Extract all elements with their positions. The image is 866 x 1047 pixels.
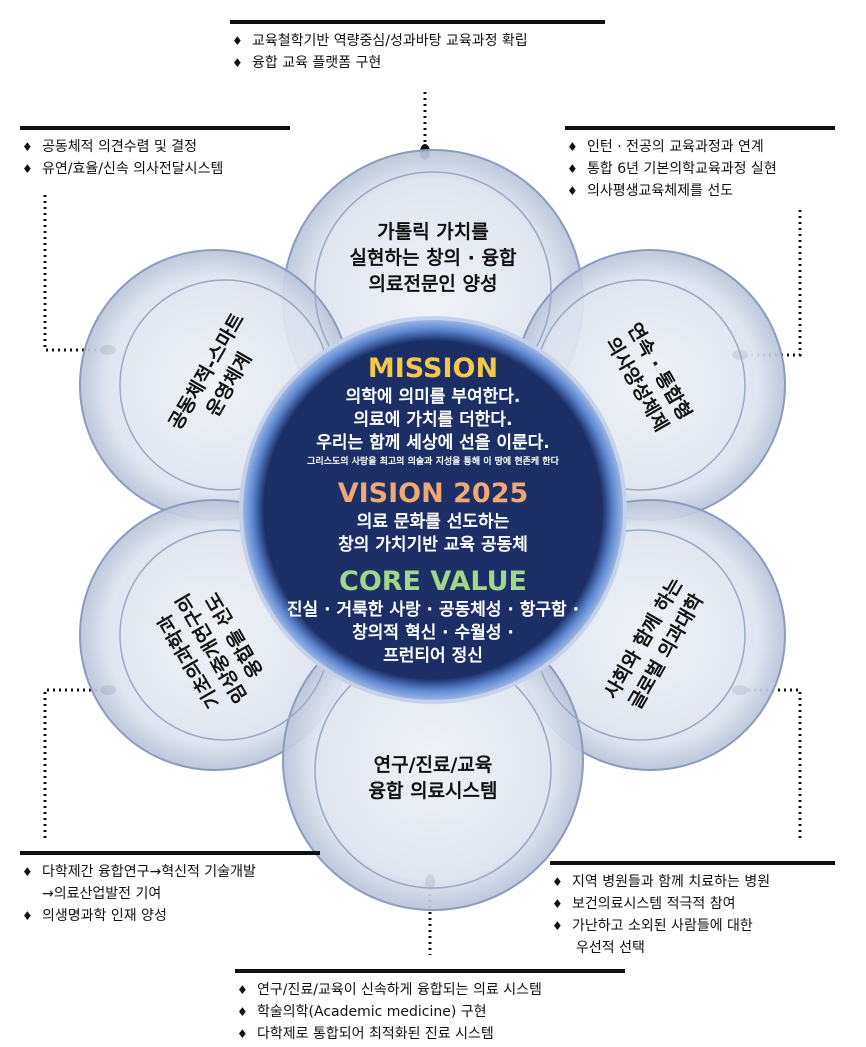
- mission-line: 우리는 함께 세상에 선을 이룬다.: [316, 433, 550, 453]
- box-upper-left: ♦ 공동체적 의견수렴 및 결정 ♦ 유연/효율/신속 의사전달시스템: [20, 126, 290, 180]
- list-item: ♦ 의생명과학 인재 양성: [20, 905, 320, 927]
- item-text: →의료산업발전 기여: [42, 886, 162, 902]
- item-text: 인턴 · 전공의 교육과정과 연계: [587, 139, 764, 155]
- item-text: 융합 교육 플랫폼 구현: [252, 55, 382, 71]
- diamond-bullet-icon: ♦: [232, 34, 243, 48]
- list-item: ♦ 다학제로 통합되어 최적화된 진료 시스템: [235, 1023, 625, 1045]
- center-content: MISSION 의학에 의미를 부여한다. 의료에 가치를 더한다. 우리는 함…: [253, 352, 613, 668]
- item-text: 우선적 선택: [576, 940, 645, 956]
- diamond-bullet-icon: ♦: [567, 184, 578, 198]
- box-top: ♦ 교육철학기반 역량중심/성과바탕 교육과정 확립 ♦ 융합 교육 플랫폼 구현: [230, 20, 605, 74]
- petal-line: 연구/진료/교육: [373, 754, 493, 776]
- petal-line: 가톨릭 가치를: [377, 221, 489, 243]
- diamond-bullet-icon: ♦: [237, 983, 248, 997]
- list-item: ♦ 교육철학기반 역량중심/성과바탕 교육과정 확립: [230, 30, 605, 52]
- diamond-bullet-icon: ♦: [552, 919, 563, 933]
- divider: [20, 851, 320, 855]
- vision-line: 의료 문화를 선도하는: [356, 512, 510, 532]
- mission-line: 의료에 가치를 더한다.: [353, 410, 513, 430]
- item-text: 교육철학기반 역량중심/성과바탕 교육과정 확립: [252, 33, 528, 49]
- diamond-bullet-icon: ♦: [237, 1005, 248, 1019]
- list-item-continuation: →의료산업발전 기여: [20, 883, 320, 905]
- core-value-line: 진실 · 거룩한 사랑 · 공동체성 · 항구함 ·: [286, 600, 580, 620]
- mission-title: MISSION: [367, 353, 499, 384]
- diamond-bullet-icon: ♦: [552, 897, 563, 911]
- list-item-continuation: 우선적 선택: [550, 937, 835, 959]
- item-text: 통합 6년 기본의학교육과정 실현: [587, 161, 777, 177]
- box-upper-right: ♦ 인턴 · 전공의 교육과정과 연계 ♦ 통합 6년 기본의학교육과정 실현 ♦ 의…: [565, 126, 835, 202]
- petal-line: 실현하는 창의 · 융합: [349, 247, 517, 269]
- list-item: ♦ 지역 병원들과 함께 치료하는 병원: [550, 871, 835, 893]
- item-text: 유연/효율/신속 의사전달시스템: [42, 161, 224, 177]
- center-circle: [239, 316, 627, 704]
- diamond-bullet-icon: ♦: [22, 909, 33, 923]
- box-lower-left: ♦ 다학제간 융합연구→혁신적 기술개발 →의료산업발전 기여 ♦ 의생명과학 인재…: [20, 851, 320, 927]
- list-item: ♦ 다학제간 융합연구→혁신적 기술개발: [20, 861, 320, 883]
- list-item: ♦ 의사평생교육체제를 선도: [565, 180, 835, 202]
- vision-title: VISION 2025: [337, 478, 529, 509]
- item-text: 지역 병원들과 함께 치료하는 병원: [572, 874, 771, 890]
- diamond-bullet-icon: ♦: [22, 865, 33, 879]
- list-item: ♦ 공동체적 의견수렴 및 결정: [20, 136, 290, 158]
- list-item: ♦ 인턴 · 전공의 교육과정과 연계: [565, 136, 835, 158]
- petal-bottom-label: 연구/진료/교육 융합 의료시스템: [369, 752, 498, 804]
- item-text: 의사평생교육체제를 선도: [587, 183, 734, 199]
- petal-top-label: 가톨릭 가치를 실현하는 창의 · 융합 의료전문인 양성: [350, 219, 517, 297]
- petal-line: 융합 의료시스템: [368, 780, 498, 802]
- list-item: ♦ 융합 교육 플랫폼 구현: [230, 52, 605, 74]
- diamond-bullet-icon: ♦: [552, 875, 563, 889]
- mission-subtitle: 그리스도의 사랑을 최고의 의술과 지성을 통해 이 땅에 현존케 한다: [307, 457, 559, 467]
- diamond-bullet-icon: ♦: [567, 140, 578, 154]
- petal-line: 의료전문인 양성: [368, 273, 498, 295]
- box-lower-right: ♦ 지역 병원들과 함께 치료하는 병원 ♦ 보건의료시스템 적극적 참여 ♦ 가난하…: [550, 861, 835, 959]
- item-text: 의생명과학 인재 양성: [42, 908, 167, 924]
- item-text: 연구/진료/교육이 신속하게 융합되는 의료 시스템: [257, 982, 542, 998]
- divider: [565, 126, 835, 130]
- list-item: ♦ 학술의학(Academic medicine) 구현: [235, 1001, 625, 1023]
- item-text: 다학제간 융합연구→혁신적 기술개발: [42, 864, 256, 880]
- list-item: ♦ 가난하고 소외된 사람들에 대한: [550, 915, 835, 937]
- list-item: ♦ 연구/진료/교육이 신속하게 융합되는 의료 시스템: [235, 979, 625, 1001]
- box-bottom: ♦ 연구/진료/교육이 신속하게 융합되는 의료 시스템 ♦ 학술의학(Academ…: [235, 969, 625, 1045]
- item-text: 학술의학(Academic medicine) 구현: [257, 1004, 487, 1020]
- diamond-bullet-icon: ♦: [232, 56, 243, 70]
- item-text: 가난하고 소외된 사람들에 대한: [572, 918, 753, 934]
- mission-line: 의학에 의미를 부여한다.: [345, 387, 521, 407]
- list-item: ♦ 통합 6년 기본의학교육과정 실현: [565, 158, 835, 180]
- diamond-bullet-icon: ♦: [237, 1027, 248, 1041]
- core-value-line: 프런티어 정신: [383, 646, 483, 666]
- divider: [550, 861, 835, 865]
- list-item: ♦ 보건의료시스템 적극적 참여: [550, 893, 835, 915]
- core-value-line: 창의적 혁신 · 수월성 ·: [352, 623, 514, 643]
- divider: [20, 126, 290, 130]
- item-text: 공동체적 의견수렴 및 결정: [42, 139, 198, 155]
- divider: [235, 969, 625, 973]
- item-text: 다학제로 통합되어 최적화된 진료 시스템: [257, 1026, 494, 1042]
- diamond-bullet-icon: ♦: [22, 140, 33, 154]
- divider: [230, 20, 605, 24]
- item-text: 보건의료시스템 적극적 참여: [572, 896, 736, 912]
- diamond-bullet-icon: ♦: [22, 162, 33, 176]
- core-value-title: CORE VALUE: [339, 566, 527, 597]
- diamond-bullet-icon: ♦: [567, 162, 578, 176]
- list-item: ♦ 유연/효율/신속 의사전달시스템: [20, 158, 290, 180]
- vision-line: 창의 가치기반 교육 공동체: [338, 535, 528, 555]
